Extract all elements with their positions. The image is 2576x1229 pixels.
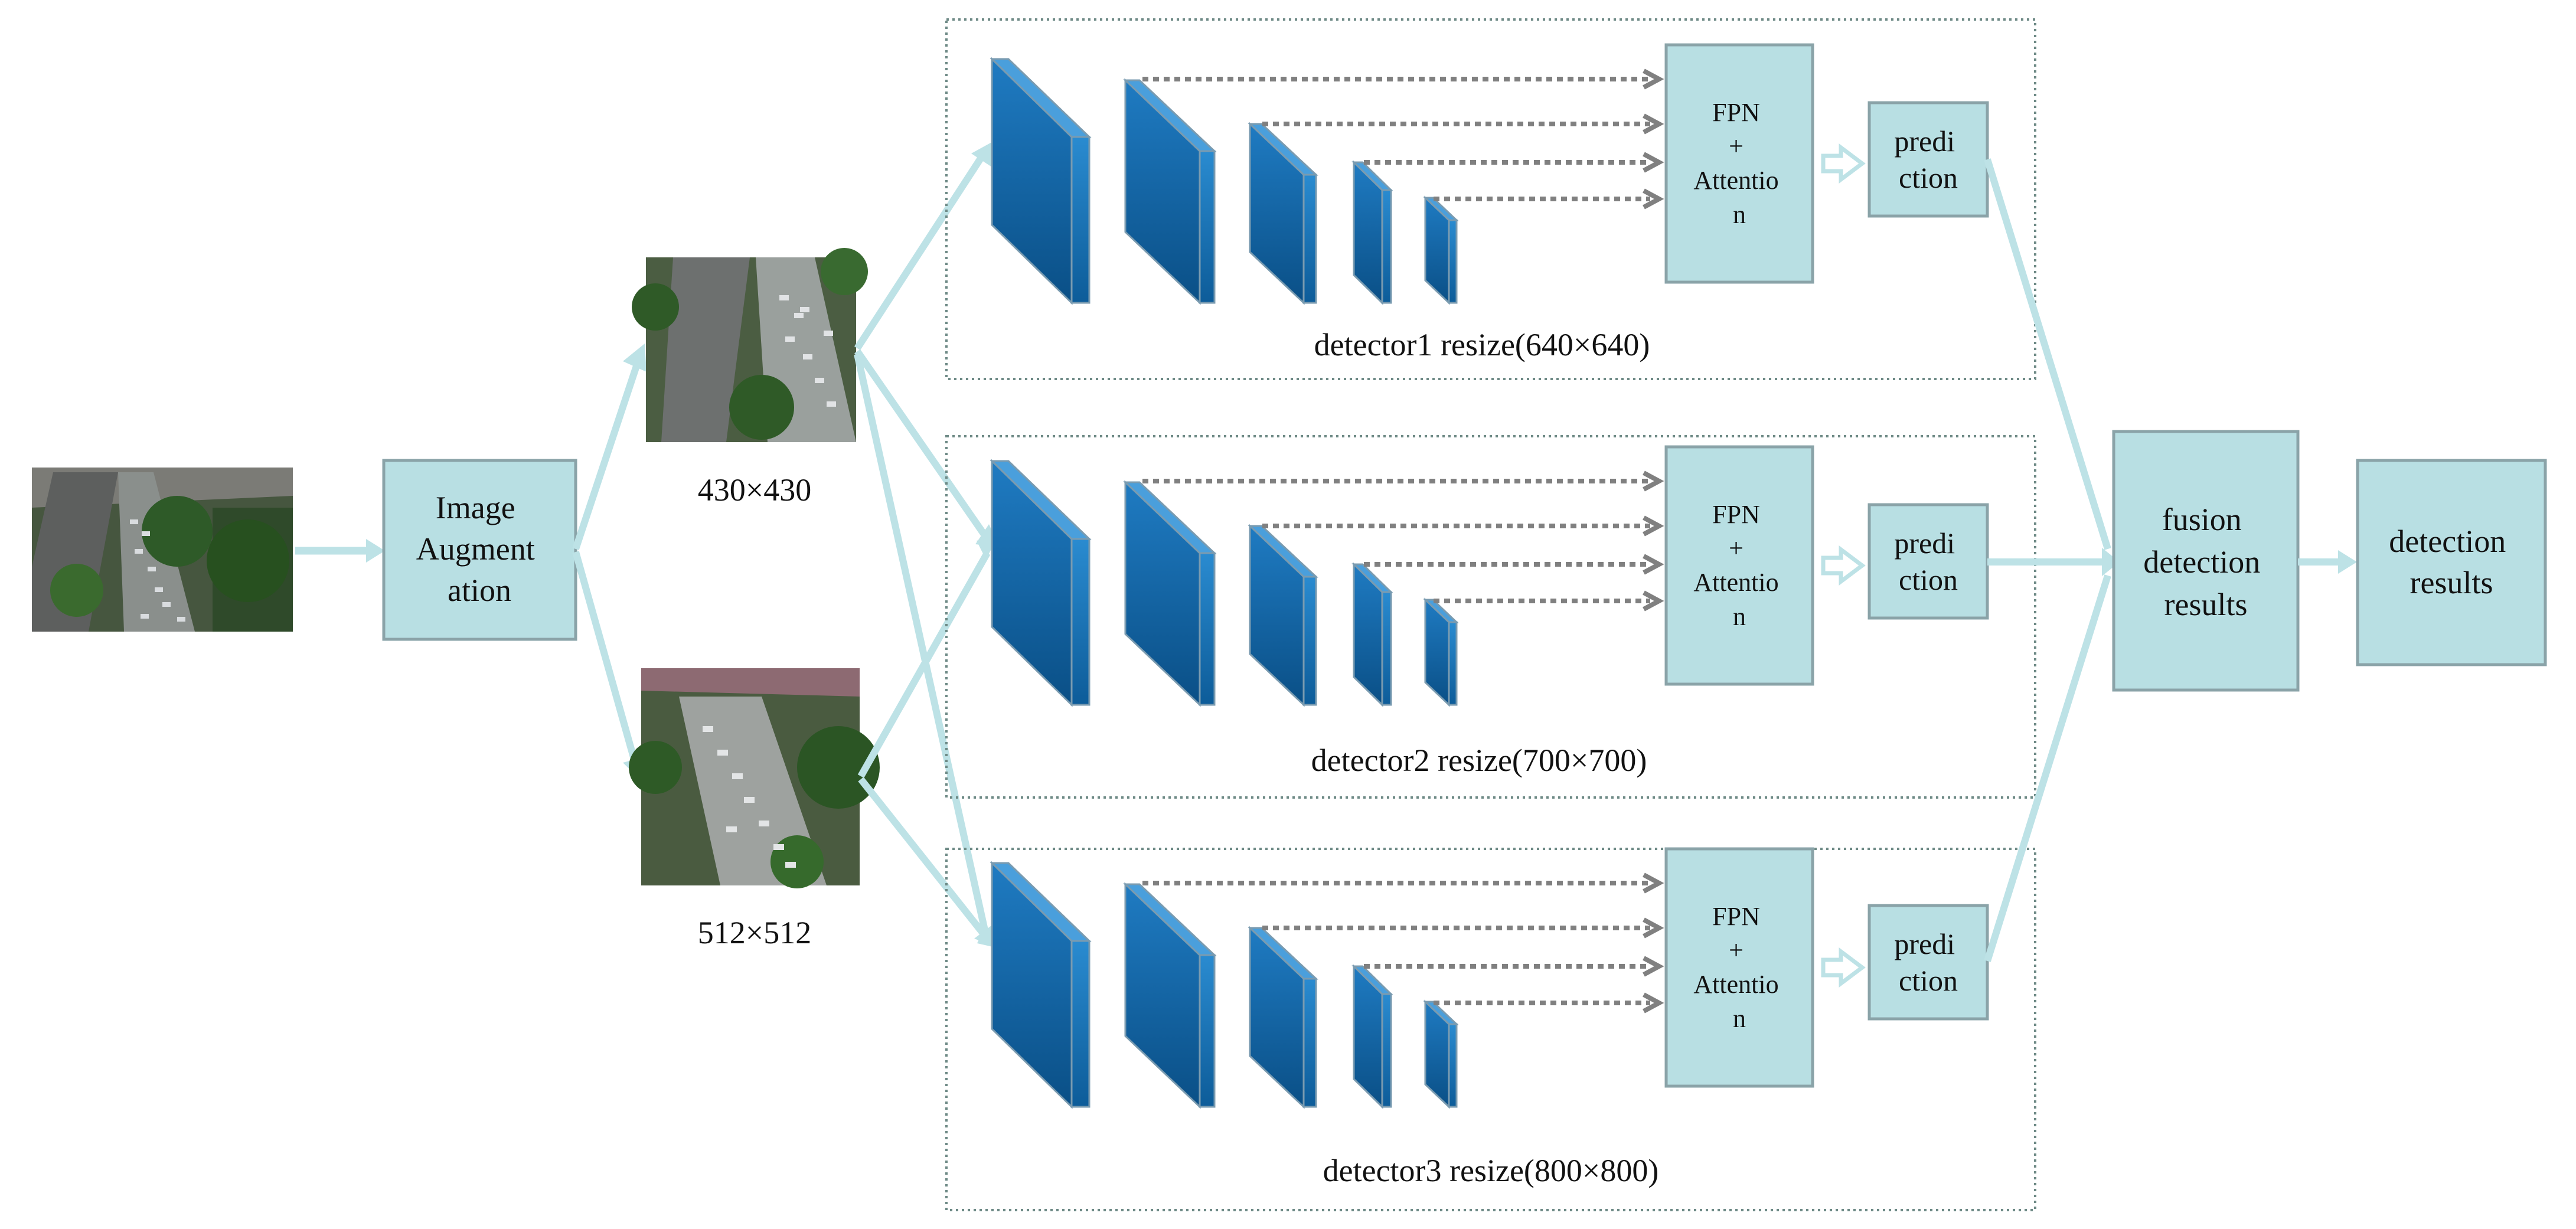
result-line-2: results — [2410, 565, 2493, 600]
detection-results-box: detection results — [2356, 459, 2547, 666]
svg-text:Image Augment atio: Image Augment ation — [416, 490, 543, 608]
scale-label-430: 430×430 — [698, 472, 811, 508]
detector-3: FPN + Attentio n predi ction detector3 r… — [945, 847, 2036, 1211]
detector-2-hollow-arrow — [1821, 545, 1866, 586]
augmentation-line-3: ation — [448, 573, 511, 608]
detector-3-backbone-layers — [990, 861, 1459, 1109]
fusion-box: fusion detection results — [2112, 430, 2300, 692]
flow-arrows-scales-to-detectors — [854, 152, 991, 941]
detector-1-caption: detector1 resize(640×640) — [1314, 327, 1650, 362]
detector-3-prediction-label: predi ction — [1894, 927, 1962, 997]
flow-arrowheads-fusion — [2102, 548, 2120, 576]
scale-image-512 — [629, 668, 880, 888]
detector-2-lateral-arrows — [1142, 479, 1650, 603]
fusion-line-1: fusion — [2162, 502, 2242, 537]
flow-arrow-input — [295, 539, 385, 563]
flow-arrows-augment-to-scales — [572, 365, 640, 763]
augmentation-line-1: Image — [436, 490, 515, 525]
detector-1-prediction-label: predi ction — [1894, 125, 1962, 194]
detector-1: FPN + Attentio n predi ction detector1 r… — [945, 18, 2036, 380]
flow-arrow-fusion-to-result — [2298, 550, 2357, 574]
svg-text:detection results: detection results — [2389, 524, 2513, 600]
detector-1-lateral-arrowheads — [1643, 68, 1664, 210]
detector-3-lateral-arrows — [1142, 881, 1650, 1005]
detector-2-caption: detector2 resize(700×700) — [1311, 743, 1647, 778]
detector-1-lateral-arrows — [1142, 77, 1650, 201]
flow-arrows-predictions-to-fusion — [1984, 158, 2111, 962]
detector-3-hollow-arrow — [1821, 947, 1866, 988]
scale-image-430 — [632, 248, 868, 442]
input-photo — [32, 468, 293, 632]
fusion-line-3: results — [2164, 587, 2248, 622]
detector-1-hollow-arrow — [1821, 143, 1866, 184]
scale-label-512: 512×512 — [698, 915, 811, 950]
detector-2-fpn-label: FPN + Attentio n — [1693, 500, 1785, 631]
svg-text:fusion detection r: fusion detection results — [2143, 502, 2268, 622]
detector-2-lateral-arrowheads — [1643, 470, 1664, 612]
detector-2-backbone-layers — [990, 459, 1459, 707]
detector-3-caption: detector3 resize(800×800) — [1323, 1153, 1659, 1188]
detector-3-lateral-arrowheads — [1643, 872, 1664, 1014]
detector-3-fpn-label: FPN + Attentio n — [1693, 902, 1785, 1033]
result-line-1: detection — [2389, 524, 2506, 559]
detector-1-fpn-label: FPN + Attentio n — [1693, 98, 1785, 229]
detector-2-prediction-label: predi ction — [1894, 527, 1962, 596]
detector-2: FPN + Attentio n predi ction detector2 r… — [945, 435, 2036, 799]
detector-1-backbone-layers — [990, 57, 1459, 305]
augmentation-line-2: Augment — [416, 531, 535, 567]
fusion-line-2: detection — [2143, 544, 2260, 580]
augmentation-box: Image Augment ation — [382, 459, 577, 641]
